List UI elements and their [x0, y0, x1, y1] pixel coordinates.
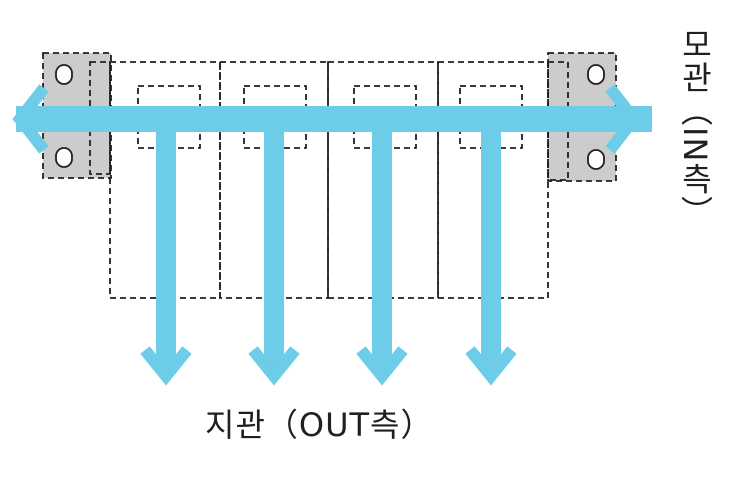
branch-pipe-1 [140, 132, 192, 386]
manifold-end-block-right [547, 61, 569, 181]
inlet-label: 모관（IN측） [676, 28, 714, 229]
outlet-label: 지관（OUT측） [205, 406, 434, 444]
branch-pipe-4 [465, 132, 517, 386]
branch-pipe-3 [356, 132, 408, 386]
branch-pipe-2 [248, 132, 300, 386]
main-pipe-in [12, 84, 652, 154]
